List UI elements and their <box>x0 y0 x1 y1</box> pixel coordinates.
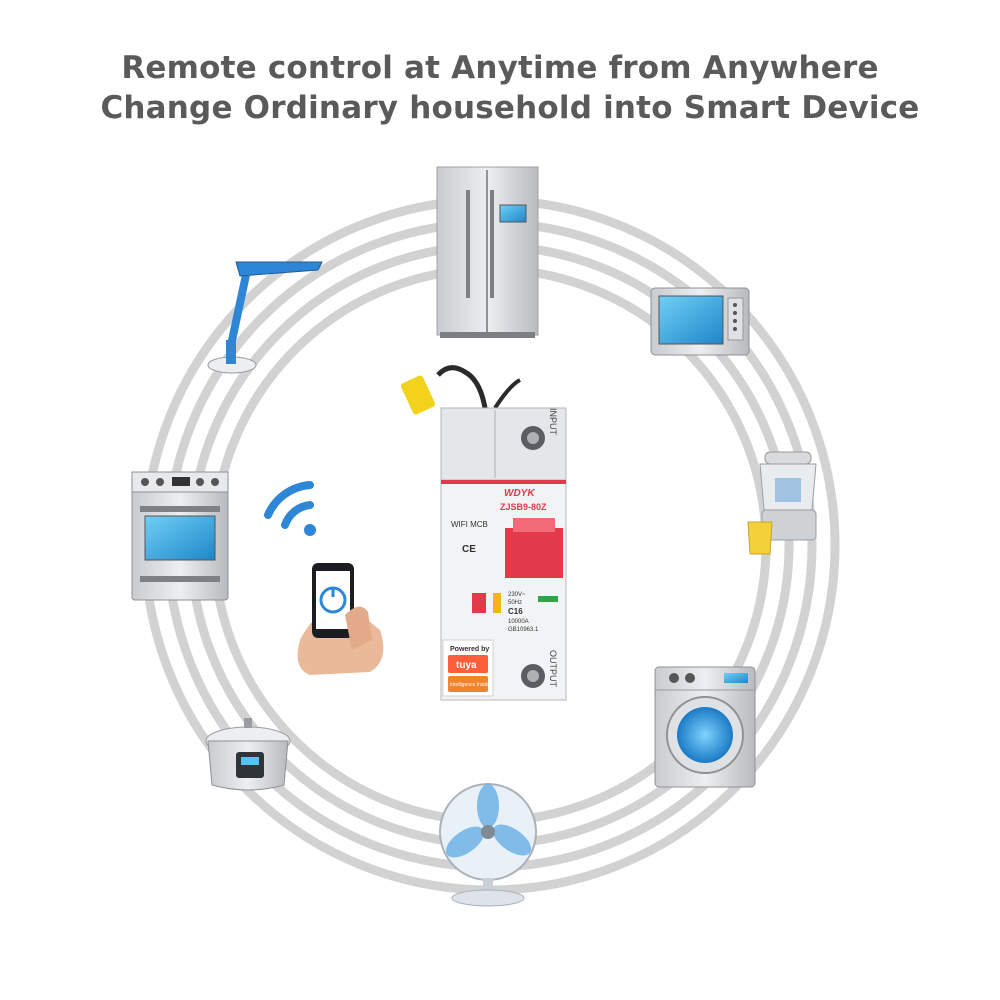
breaker-rating: C16 <box>508 607 523 616</box>
washing-machine-icon <box>654 666 756 788</box>
oven-icon <box>131 471 229 601</box>
wifi-icon <box>264 481 316 536</box>
fan-icon <box>439 783 537 907</box>
phone-in-hand <box>297 563 384 675</box>
power-icon[interactable] <box>319 586 347 614</box>
breaker-brand: WDYK <box>504 488 535 499</box>
breaker-frequency: 50Hz <box>508 600 522 606</box>
breaker-input-label: INPUT <box>548 408 558 436</box>
rice-cooker-icon <box>205 718 291 791</box>
breaker-standard: GB10963.1 <box>508 627 539 633</box>
breaker-model: ZJSB9-80Z <box>500 502 547 512</box>
juicer-icon <box>747 451 817 555</box>
powered-by-label: Powered by <box>450 646 489 653</box>
breaker-product-name: WIFI MCB <box>451 520 488 529</box>
wifi-breaker <box>440 407 567 701</box>
refrigerator-icon <box>436 166 539 338</box>
microwave-icon <box>650 287 750 356</box>
desk-lamp-icon <box>207 261 323 374</box>
headline-line-1: Remote control at Anytime from Anywhere <box>121 50 879 86</box>
tuya-sub: Intelligence Inside <box>450 682 490 688</box>
ce-mark: CE <box>462 544 476 555</box>
headline-line-2: Change Ordinary household into Smart Dev… <box>100 90 920 126</box>
breaker-output-label: OUTPUT <box>548 650 558 688</box>
breaker-handle[interactable] <box>505 528 563 578</box>
tuya-logo: tuya <box>456 660 477 671</box>
breaker-voltage: 230V~ <box>508 592 526 598</box>
breaker-capacity: 10000A <box>508 619 529 625</box>
breaker-cable <box>400 365 522 415</box>
